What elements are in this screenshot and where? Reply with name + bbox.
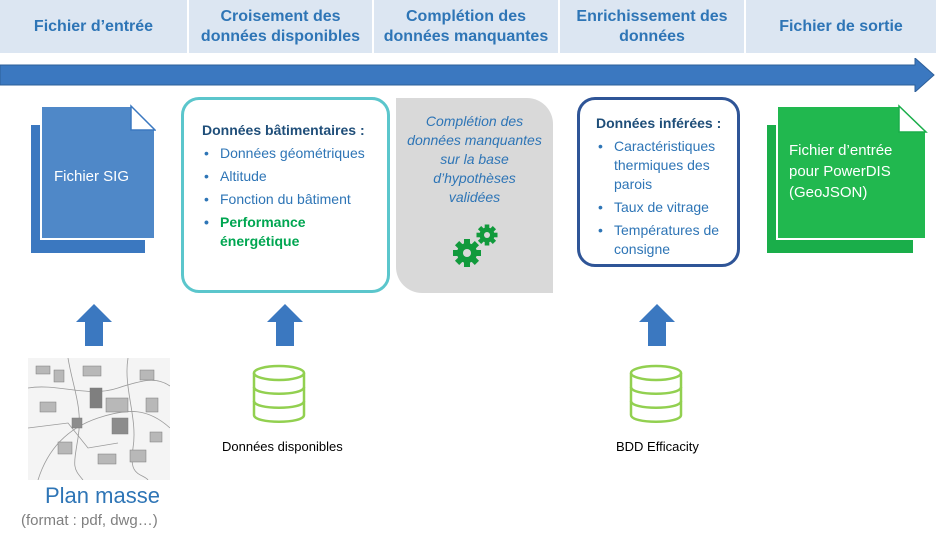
header-step-output: Fichier de sortie	[746, 0, 936, 53]
database-icon	[252, 364, 306, 423]
list-item: Températures de consigne	[598, 221, 729, 259]
gears-icon	[453, 224, 498, 267]
list-item: Données géométriques	[204, 144, 375, 163]
available-data-caption: Données disponibles	[222, 439, 343, 454]
inferred-data-list: Caractéristiques thermiques des parois T…	[596, 137, 729, 259]
document-icon	[765, 104, 928, 255]
up-arrow-icon	[76, 304, 112, 346]
list-item: Taux de vitrage	[598, 198, 729, 217]
plan-subtitle: (format : pdf, dwg…)	[21, 512, 158, 529]
header-step-completion: Complétion des données manquantes	[374, 0, 558, 53]
header-step-input: Fichier d’entrée	[0, 0, 187, 53]
plan-title: Plan masse	[45, 483, 160, 508]
list-item-highlight: Performance énergétique	[204, 213, 375, 251]
list-item: Altitude	[204, 167, 375, 186]
building-data-title: Données bâtimentaires :	[202, 122, 365, 138]
list-item: Caractéristiques thermiques des parois	[598, 137, 729, 194]
site-plan-map	[28, 358, 170, 480]
header-step-crossing: Croisement des données disponibles	[189, 0, 372, 53]
document-icon	[29, 104, 156, 255]
up-arrow-icon	[267, 304, 303, 346]
building-data-list: Données géométriques Altitude Fonction d…	[202, 144, 375, 251]
output-file-label: Fichier d’entrée pour PowerDIS (GeoJSON)	[789, 142, 893, 201]
list-item: Fonction du bâtiment	[204, 190, 375, 209]
completion-text: Complétion des données manquantes sur la…	[407, 113, 542, 205]
inferred-data-box: Données inférées : Caractéristiques ther…	[577, 97, 740, 267]
header-step-enrichment: Enrichissement des données	[560, 0, 744, 53]
up-arrow-icon	[639, 304, 675, 346]
database-icon	[629, 364, 683, 423]
process-arrow	[0, 58, 935, 92]
building-data-box: Données bâtimentaires : Données géométri…	[181, 97, 390, 293]
inferred-data-title: Données inférées :	[596, 115, 722, 131]
input-file-label: Fichier SIG	[54, 168, 130, 185]
efficacity-db-caption: BDD Efficacity	[616, 439, 699, 454]
output-file-doc: Fichier d’entrée pour PowerDIS (GeoJSON)	[764, 104, 930, 256]
completion-box: Complétion des données manquantes sur la…	[396, 98, 553, 293]
input-file-doc: Fichier SIG	[28, 104, 156, 256]
